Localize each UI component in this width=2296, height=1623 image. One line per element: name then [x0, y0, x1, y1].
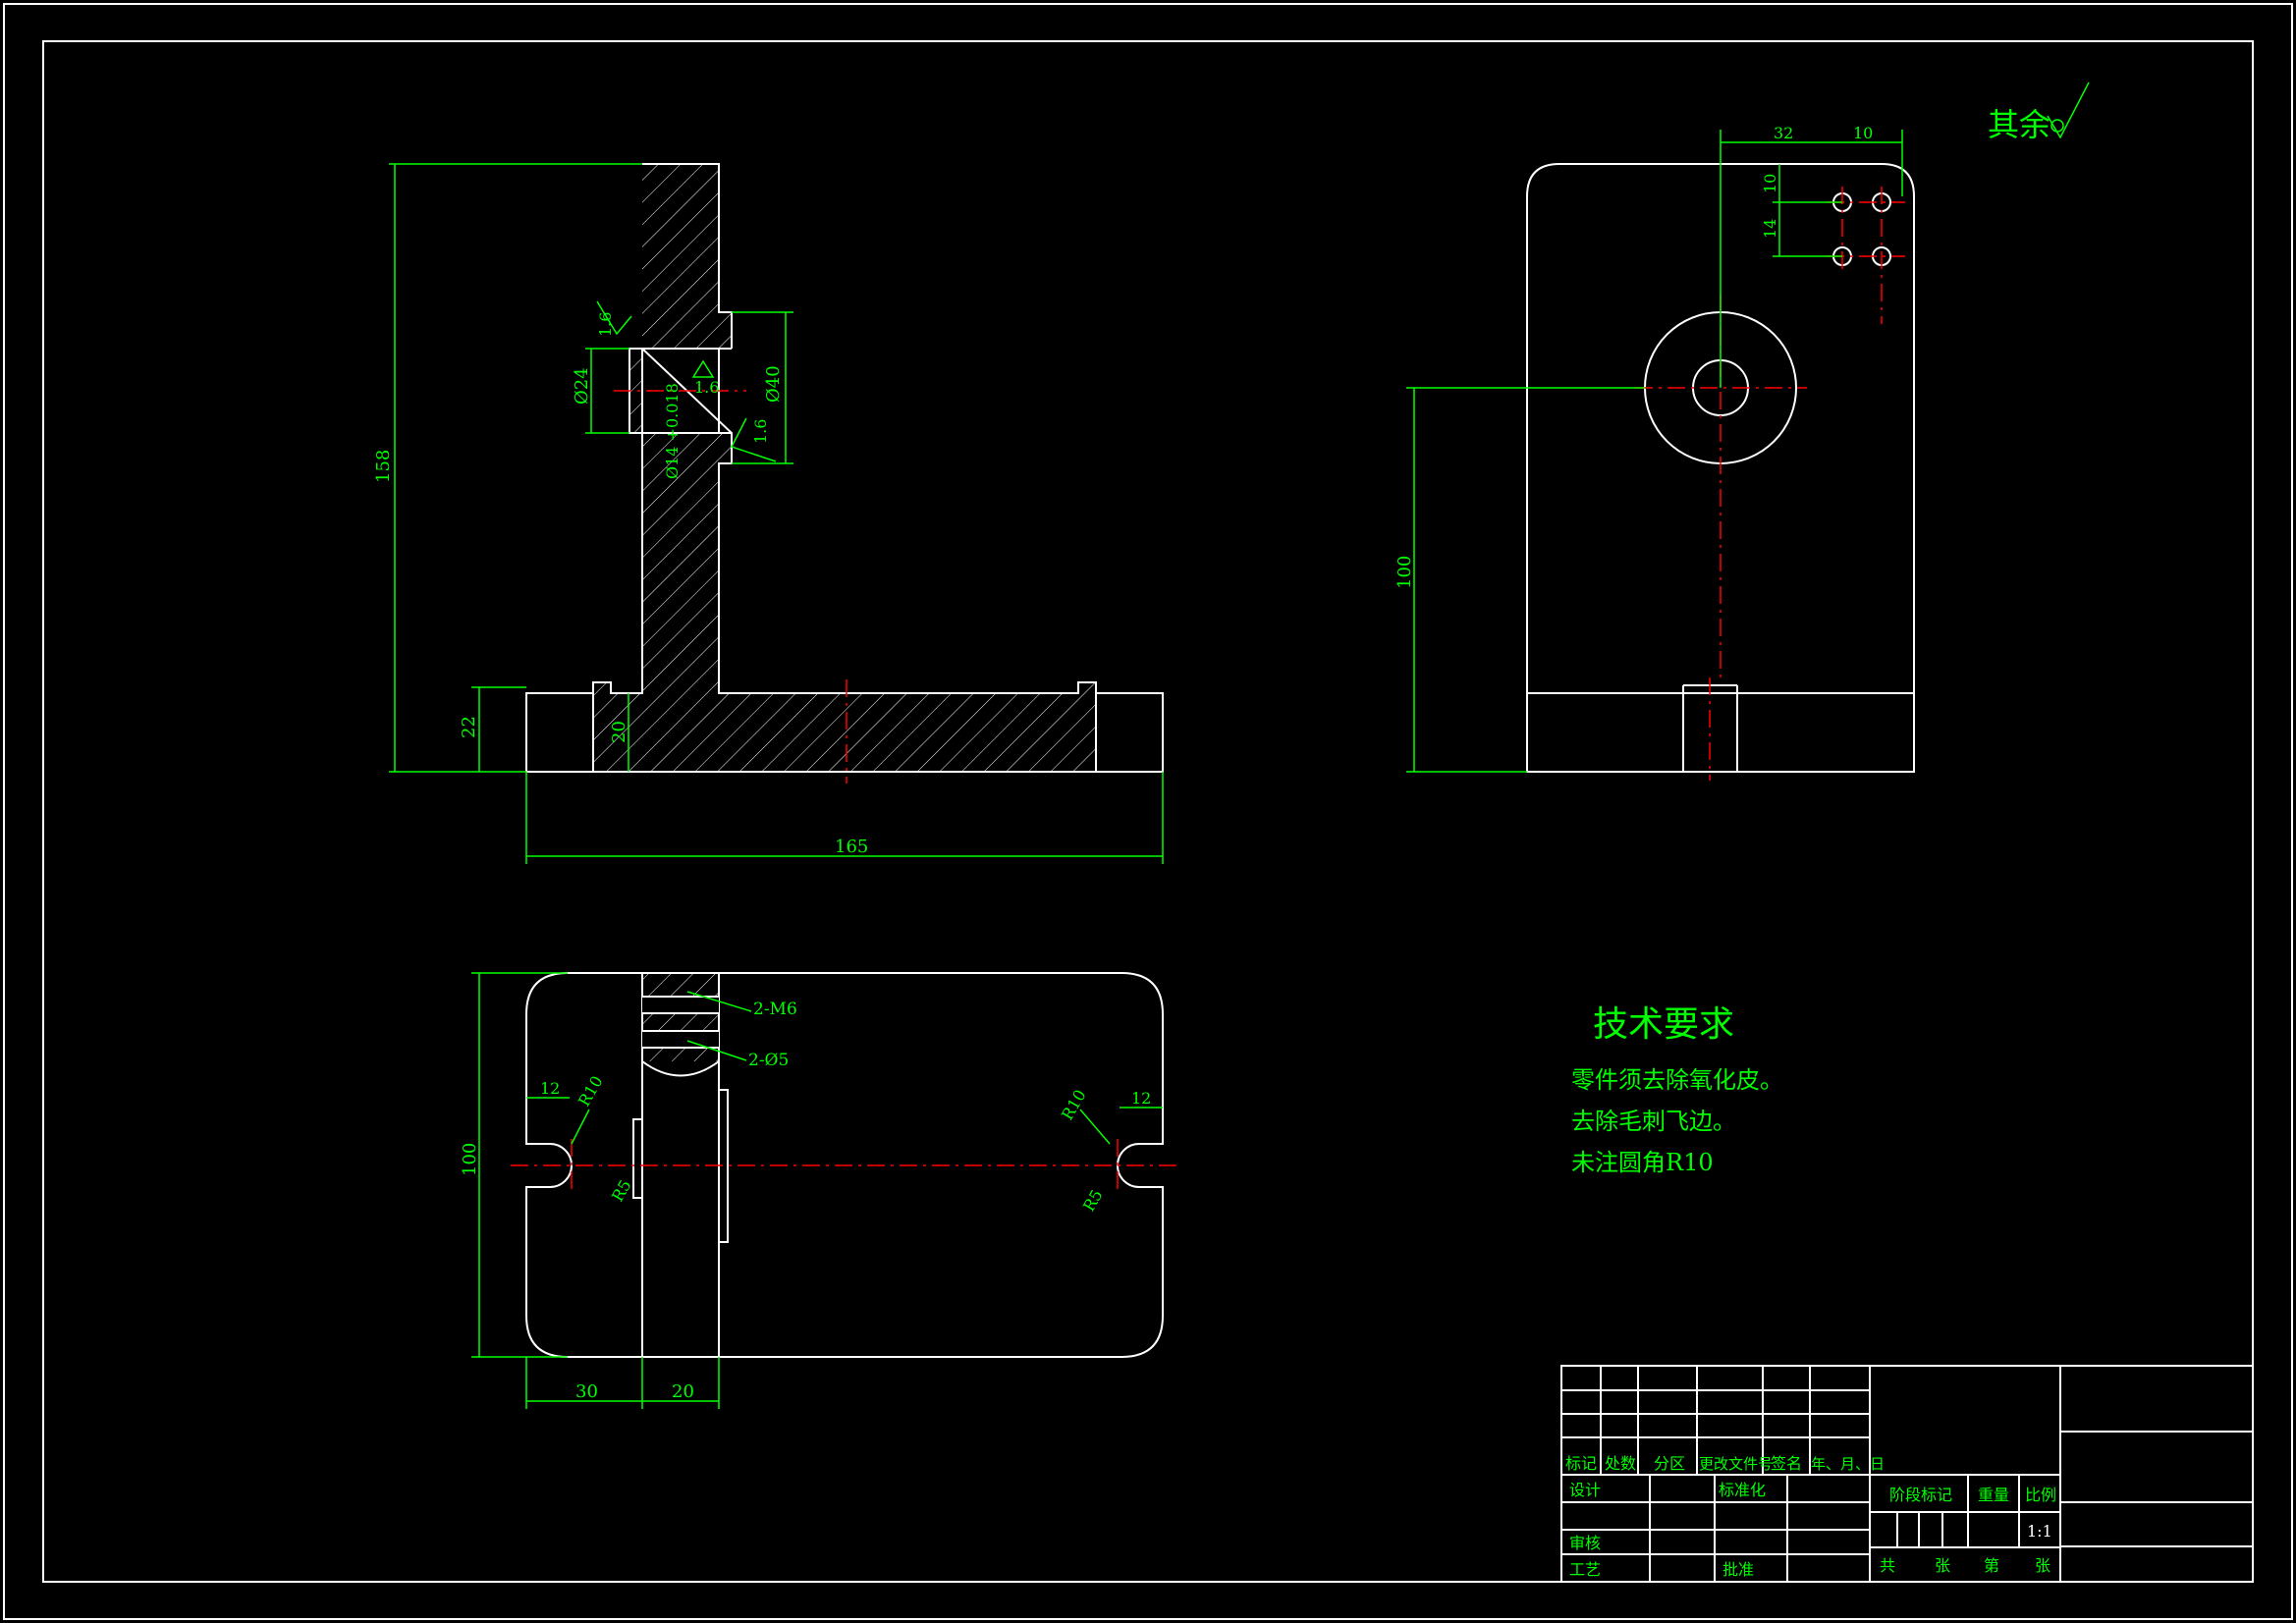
tb-sheets-0: 共: [1880, 1556, 1895, 1575]
r5-right: R5: [1079, 1186, 1107, 1215]
tech-req-3: 未注圆角R10: [1571, 1149, 1714, 1176]
title-block: 标记 处数 分区 更改文件号 签名 年、月、日 设计 标准化 审核 工艺 批准 …: [1560, 1365, 2254, 1583]
dim-22-label: 22: [459, 716, 479, 738]
tb-review: 审核: [1569, 1534, 1601, 1552]
tb-hdr-5: 年、月、日: [1811, 1455, 1885, 1473]
tb-hdr-2: 分区: [1654, 1454, 1685, 1473]
dim-14-label: 14: [1761, 219, 1779, 239]
rough-1: 1.6: [596, 312, 615, 337]
top-outline: [525, 972, 1164, 1358]
dim-d40-label: Ø40: [763, 365, 784, 403]
dim-d24-label: Ø24: [572, 367, 592, 405]
r5-left: R5: [608, 1176, 635, 1205]
tb-hdr-4: 签名: [1771, 1454, 1802, 1473]
dim-tol-label: Ø14 +0.018: [663, 383, 682, 479]
front-section-view: 158 22 20 165 Ø24 Ø40 Ø14 +0.018 1.6 1.6…: [373, 163, 1164, 864]
top-view: 2-M6 2-Ø5 12 12 R10 R10 R5 R5 100 30 20: [460, 972, 1178, 1409]
dim-32-label: 32: [1774, 124, 1793, 142]
tb-sheets-1: 张: [1935, 1556, 1950, 1575]
r10-left: R10: [574, 1072, 607, 1109]
label-2d5: 2-Ø5: [748, 1051, 789, 1070]
side-view: 32 10 10 14 100: [1394, 124, 1915, 781]
dim-12-right: 12: [1131, 1089, 1151, 1108]
tb-approve: 批准: [1722, 1560, 1754, 1579]
dim-158-label: 158: [373, 450, 394, 483]
tb-process: 工艺: [1569, 1560, 1601, 1579]
side-outline: [1526, 163, 1915, 773]
tb-hdr-0: 标记: [1565, 1454, 1597, 1473]
tb-weight: 重量: [1978, 1486, 2009, 1504]
rough-3: 1.6: [751, 419, 770, 444]
dim-20-label-top: 20: [672, 1381, 694, 1402]
tb-sheets-2: 第: [1984, 1556, 1999, 1575]
tb-design: 设计: [1569, 1481, 1601, 1499]
tb-hdr-1: 处数: [1605, 1454, 1636, 1473]
tb-scale-label: 比例: [2025, 1486, 2056, 1504]
tb-standard: 标准化: [1719, 1481, 1766, 1499]
tech-req-1: 零件须去除氧化皮。: [1571, 1066, 1783, 1094]
tech-req-title: 技术要求: [1593, 1004, 1734, 1045]
r10-right: R10: [1058, 1086, 1090, 1123]
dim-10y-label: 10: [1761, 174, 1779, 193]
tb-scale: 1:1: [2027, 1522, 2052, 1541]
dim-100-top-label: 100: [460, 1143, 480, 1176]
tb-stage: 阶段标记: [1889, 1486, 1952, 1504]
tech-req-2: 去除毛刺飞边。: [1571, 1108, 1736, 1135]
front-outline: [525, 163, 1164, 773]
dim-10x-label: 10: [1853, 124, 1873, 142]
dim-12-left: 12: [540, 1079, 560, 1098]
tb-sheets-3: 张: [2035, 1556, 2050, 1575]
dim-30-label: 30: [575, 1381, 598, 1402]
dim-20-label: 20: [609, 721, 629, 743]
outer-border: [3, 3, 2293, 1620]
roughness-symbol: [2047, 81, 2090, 139]
roughness-note: 其余: [1988, 106, 2050, 143]
dim-165-label: 165: [835, 837, 868, 857]
tb-hdr-3: 更改文件号: [1699, 1455, 1773, 1473]
inner-border: [42, 40, 2254, 1583]
label-2m6: 2-M6: [753, 1000, 797, 1019]
rough-2: 1.6: [694, 378, 719, 397]
dim-100-side-label: 100: [1394, 556, 1415, 589]
